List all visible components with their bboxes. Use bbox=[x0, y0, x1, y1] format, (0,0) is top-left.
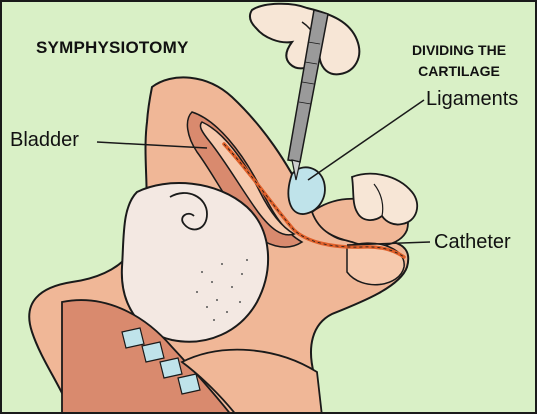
ligaments-label: Ligaments bbox=[426, 88, 518, 111]
diagram-title: SYMPHYSIOTOMY bbox=[36, 38, 188, 58]
catheter-label: Catheter bbox=[434, 231, 511, 254]
subtitle-line-2: CARTILAGE bbox=[384, 61, 534, 82]
bladder-label: Bladder bbox=[10, 129, 79, 152]
diagram-subtitle: DIVIDING THE CARTILAGE bbox=[384, 40, 534, 82]
supporting-hand bbox=[352, 174, 417, 225]
baby-head bbox=[122, 183, 268, 342]
subtitle-line-1: DIVIDING THE bbox=[384, 40, 534, 61]
ligaments-leader-line bbox=[308, 100, 424, 180]
